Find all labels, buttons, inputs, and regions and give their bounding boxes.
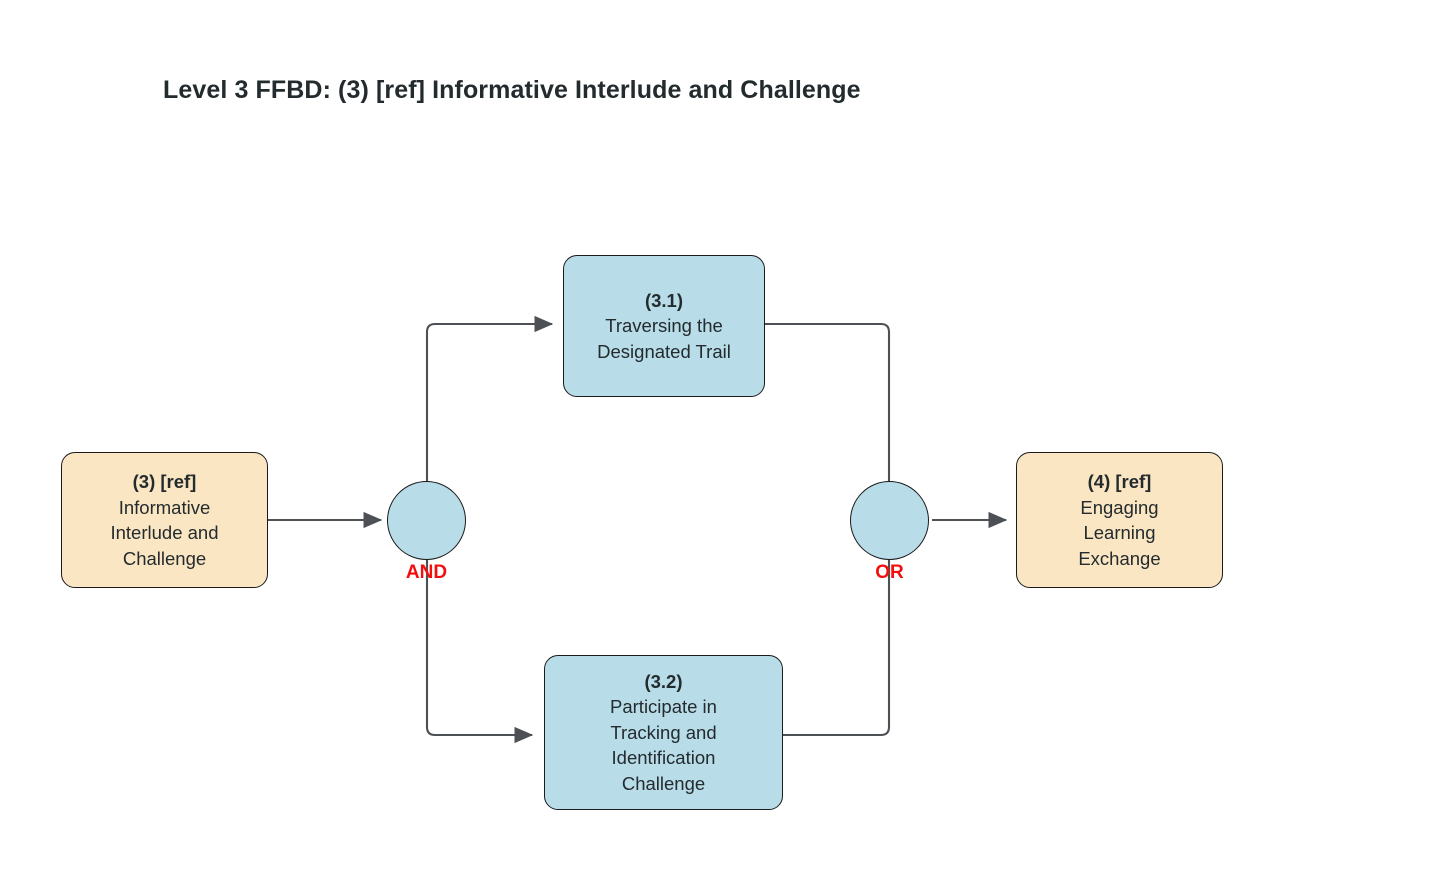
page-title: Level 3 FFBD: (3) [ref] Informative Inte… xyxy=(163,76,861,104)
node-function-3-1-id: (3.1) xyxy=(644,289,684,311)
gate-or-label: OR xyxy=(875,562,904,583)
node-ref-4-id: (4) [ref] xyxy=(1087,471,1152,492)
node-ref-4[interactable]: (4) [ref] Engaging Learning Exchange xyxy=(1016,452,1223,588)
node-ref-3[interactable]: (3) [ref] Informative Interlude and Chal… xyxy=(61,452,268,588)
gate-and[interactable] xyxy=(387,481,466,560)
node-function-3-2[interactable]: (3.2) Participate in Tracking and Identi… xyxy=(544,655,783,810)
node-function-3-2-label: Participate in Tracking and Identificati… xyxy=(610,696,717,794)
node-ref-3-id: (3) [ref] xyxy=(132,471,197,492)
node-ref-3-label: Informative Interlude and Challenge xyxy=(110,496,219,569)
node-ref-4-label: Engaging Learning Exchange xyxy=(1078,496,1161,569)
connector-and-to-32 xyxy=(425,559,534,744)
connector-and-to-31 xyxy=(425,315,554,481)
node-function-3-2-id: (3.2) xyxy=(644,670,683,692)
node-function-3-1-label: Traversing the Designated Trail xyxy=(597,315,731,362)
connector-32-to-or xyxy=(783,559,891,737)
gate-or[interactable] xyxy=(850,481,929,560)
gate-and-label: AND xyxy=(405,562,448,583)
connector-31-to-or xyxy=(765,322,891,481)
node-function-3-1[interactable]: (3.1) Traversing the Designated Trail xyxy=(563,255,765,397)
